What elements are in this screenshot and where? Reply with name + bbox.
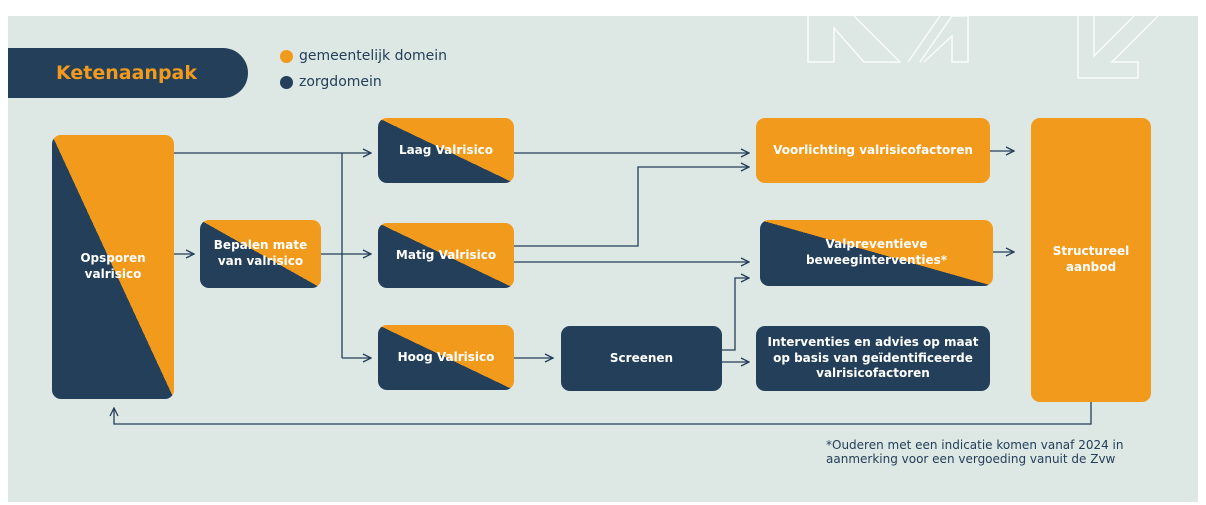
diagram-panel: Ketenaanpak gemeentelijk domein zorgdome…: [8, 16, 1198, 502]
node-laag-valrisico: Laag Valrisico: [378, 118, 514, 183]
flow-arrows: [8, 16, 1092, 425]
legend-item-zorg: zorgdomein: [280, 72, 382, 92]
orange-dot-icon: [280, 49, 293, 63]
node-matig-valrisico: Matig Valrisico: [378, 223, 514, 288]
page-title: Ketenaanpak: [56, 62, 197, 84]
navy-dot-icon: [280, 75, 293, 89]
legend-label-zorg: zorgdomein: [299, 74, 382, 90]
node-opsporen-label: Opsporen valrisico: [80, 251, 146, 281]
legend-item-gemeentelijk: gemeentelijk domein: [280, 46, 447, 66]
node-laag-label: Laag Valrisico: [398, 142, 494, 157]
node-voorlichting: Voorlichting valrisicofactoren: [756, 118, 990, 183]
node-opsporen-valrisico: Opsporen valrisico: [52, 135, 174, 399]
title-banner: [8, 48, 248, 98]
node-structureel-label: Structureel aanbod: [1052, 244, 1130, 274]
arrow-matig-voorlichting: [514, 167, 749, 247]
node-screenen-label: Screenen: [609, 350, 674, 365]
arrow-screenen-valpreventie: [722, 278, 749, 351]
decorative-logo-lines: [807, 16, 1159, 79]
footnote: *Ouderen met een indicatie komen vanaf 2…: [826, 438, 1124, 466]
node-interventies-label: Interventies en advies op maat op basis …: [767, 335, 979, 381]
arrow-feedback-loop: [114, 402, 1092, 425]
node-structureel-aanbod: Structureel aanbod: [1031, 118, 1151, 402]
node-valpreventieve-beweeginterventies: Valpreventieve beweeginterventies*: [760, 220, 993, 286]
node-interventies-advies: Interventies en advies op maat op basis …: [756, 326, 990, 391]
legend-label-gemeentelijk: gemeentelijk domein: [299, 48, 448, 64]
node-hoog-valrisico: Hoog Valrisico: [378, 325, 514, 390]
node-matig-label: Matig Valrisico: [395, 247, 497, 262]
node-screenen: Screenen: [561, 326, 722, 391]
node-bepalen-mate: Bepalen mate van valrisico: [200, 220, 321, 288]
node-hoog-label: Hoog Valrisico: [397, 349, 495, 364]
node-voorlichting-label: Voorlichting valrisicofactoren: [773, 142, 973, 157]
node-bepalen-label: Bepalen mate van valrisico: [213, 238, 308, 268]
node-valpreventie-label: Valpreventieve beweeginterventies*: [805, 237, 948, 267]
